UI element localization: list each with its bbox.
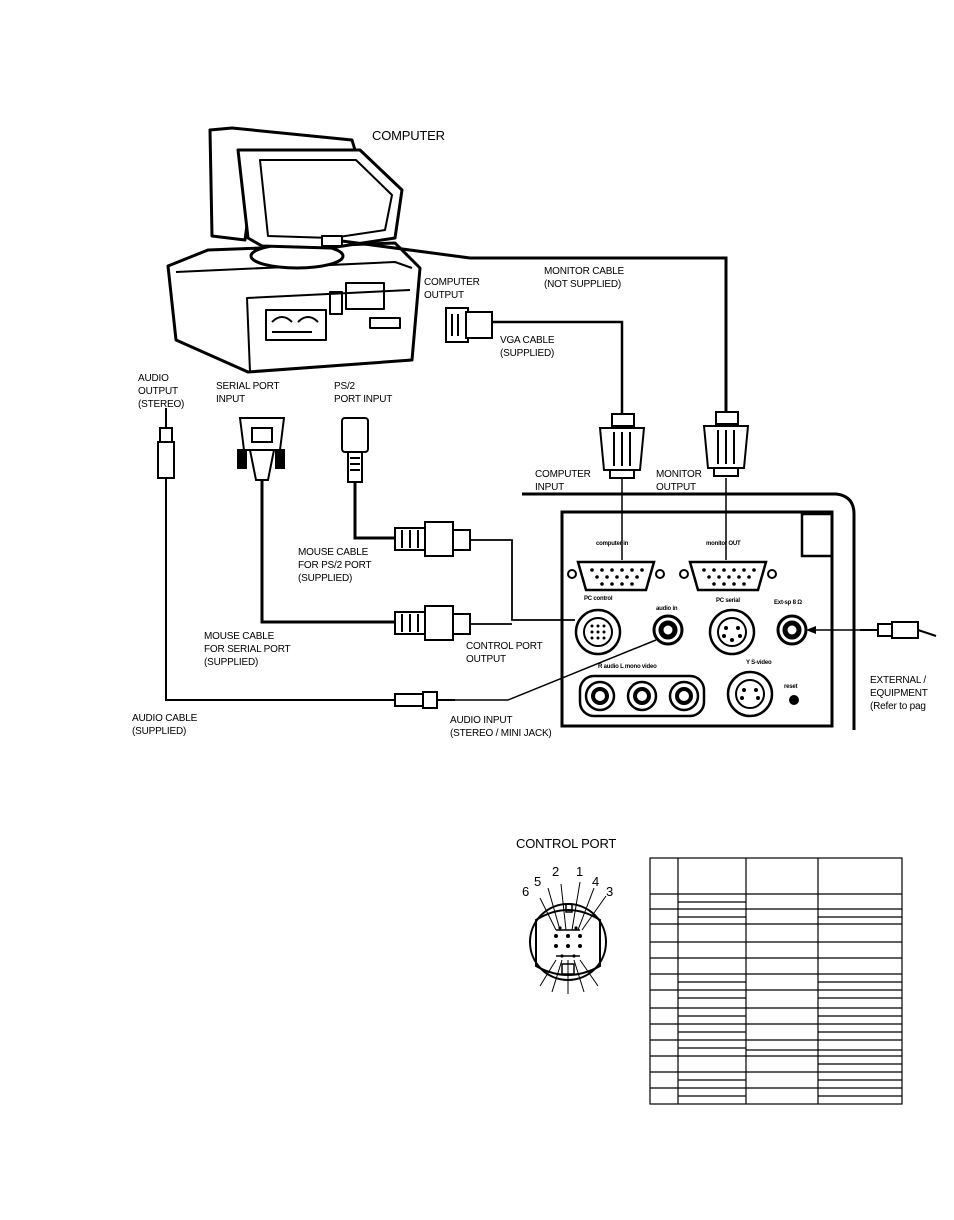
mouse-ps2-connector	[394, 521, 471, 557]
serial-port-line-1: SERIAL PORT	[216, 381, 280, 392]
vga-cable-label: VGA CABLE (SUPPLIED)	[500, 334, 555, 360]
serial-port-line-2: INPUT	[216, 394, 246, 405]
ps2-port-line-1: PS/2	[334, 381, 355, 392]
control-port-output-label: CONTROL PORT OUTPUT	[466, 640, 543, 666]
computer-input-plug	[598, 413, 646, 479]
computer-label: COMPUTER	[372, 128, 445, 143]
computer-illustration	[166, 126, 422, 374]
audio-cable-label: AUDIO CABLE (SUPPLIED)	[132, 712, 197, 738]
mouse-serial-line-2: FOR SERIAL PORT	[204, 644, 291, 655]
vga-cable-line-2: (SUPPLIED)	[500, 348, 555, 359]
mouse-ps2-line-1: MOUSE CABLE	[298, 547, 369, 558]
control-port-output-line-2: OUTPUT	[466, 654, 506, 665]
computer-output-label: COMPUTER OUTPUT	[424, 276, 480, 302]
pin-number-1: 1	[576, 864, 584, 879]
computer-output-line-2: OUTPUT	[424, 290, 464, 301]
audio-output-line-1: AUDIO	[138, 373, 169, 384]
mouse-ps2-line-3: (SUPPLIED)	[298, 573, 353, 584]
audio-input-label: AUDIO INPUT (STEREO / MINI JACK)	[450, 714, 552, 740]
connectors	[157, 307, 919, 709]
pin-number-4: 4	[592, 874, 600, 889]
audio-input-line-2: (STEREO / MINI JACK)	[450, 728, 552, 739]
monitor-output-line-1: MONITOR	[656, 469, 702, 480]
mouse-serial-line-3: (SUPPLIED)	[204, 657, 259, 668]
audio-input-line-1: AUDIO INPUT	[450, 715, 513, 726]
computer-input-line-2: INPUT	[535, 482, 565, 493]
panel-label-audio-video: R audio L mono video	[598, 664, 657, 670]
mouse-cable-serial-label: MOUSE CABLE FOR SERIAL PORT (SUPPLIED)	[204, 630, 291, 669]
panel-label-reset: reset	[784, 684, 798, 690]
audio-output-line-2: OUTPUT	[138, 386, 178, 397]
external-equipment-label: EXTERNAL / EQUIPMENT (Refer to pag	[870, 674, 954, 713]
pin-number-6: 6	[522, 884, 530, 899]
audio-output-plug	[157, 408, 175, 479]
monitor-cable-label: MONITOR CABLE (NOT SUPPLIED)	[544, 265, 624, 291]
mouse-serial-line-1: MOUSE CABLE	[204, 631, 275, 642]
audio-output-line-3: (STEREO)	[138, 399, 185, 410]
monitor-output-label: MONITOR OUTPUT	[656, 468, 702, 494]
monitor-cable-line-2: (NOT SUPPLIED)	[544, 279, 622, 290]
monitor-output-plug	[702, 411, 750, 477]
cables	[165, 239, 937, 701]
computer-input-line-1: COMPUTER	[535, 469, 591, 480]
computer-output-plug	[445, 307, 493, 343]
panel-label-ext-sp: Ext-sp 8 Ω	[774, 600, 802, 606]
control-port-title: CONTROL PORT	[516, 836, 617, 851]
pin-number-5: 5	[534, 874, 542, 889]
audio-cable-line-1: AUDIO CABLE	[132, 713, 198, 724]
external-line-2: EQUIPMENT	[870, 688, 928, 699]
panel-label-monitor-out: monitor OUT	[706, 541, 741, 547]
serial-port-input-label: SERIAL PORT INPUT	[216, 380, 280, 406]
pin-number-2: 2	[552, 864, 560, 879]
audio-cable-plug	[394, 691, 455, 709]
ps2-plug	[341, 417, 369, 483]
projector-panel	[522, 492, 856, 730]
monitor-output-line-2: OUTPUT	[656, 482, 696, 493]
ps2-port-input-label: PS/2 PORT INPUT	[334, 380, 392, 406]
audio-output-label: AUDIO OUTPUT (STEREO)	[138, 372, 184, 411]
panel-label-audio-in: audio in	[656, 606, 678, 612]
audio-cable-line-2: (SUPPLIED)	[132, 726, 187, 737]
panel-label-pc-control: PC control	[584, 596, 613, 602]
computer-output-line-1: COMPUTER	[424, 277, 480, 288]
computer-input-label: COMPUTER INPUT	[535, 468, 591, 494]
external-line-3: (Refer to pag	[870, 701, 926, 712]
pin-number-3: 3	[606, 884, 614, 899]
external-plug	[860, 621, 919, 639]
mouse-cable-ps2-label: MOUSE CABLE FOR PS/2 PORT (SUPPLIED)	[298, 546, 372, 585]
panel-label-pc-serial: PC serial	[716, 598, 740, 604]
mouse-ps2-line-2: FOR PS/2 PORT	[298, 560, 372, 571]
mouse-serial-connector	[394, 605, 471, 641]
control-port-pinout	[529, 881, 607, 994]
panel-label-computer-in: computer in	[596, 541, 629, 547]
serial-port-plug	[237, 417, 286, 481]
external-line-1: EXTERNAL /	[870, 675, 926, 686]
panel-label-s-video: Y S-video	[746, 660, 772, 666]
vga-cable-line-1: VGA CABLE	[500, 335, 555, 346]
ps2-port-line-2: PORT INPUT	[334, 394, 393, 405]
monitor-cable-line-1: MONITOR CABLE	[544, 266, 625, 277]
pin-table	[649, 857, 903, 1105]
control-port-output-line-1: CONTROL PORT	[466, 641, 543, 652]
